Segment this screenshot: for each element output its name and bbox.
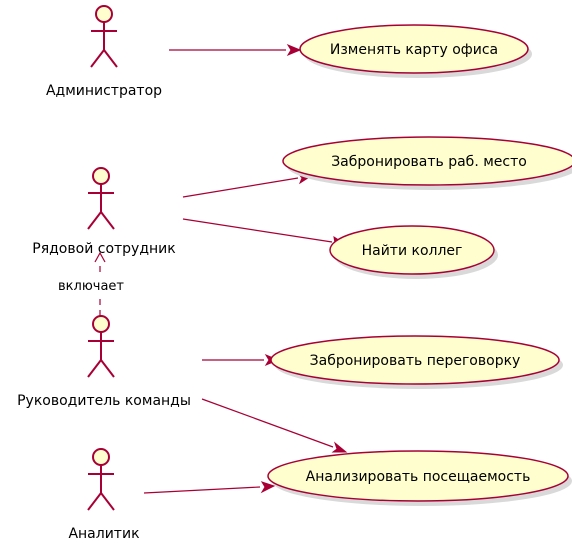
edge-lead-analyze	[201, 398, 334, 448]
actor-regular-employee: Рядовой сотрудник	[32, 167, 176, 257]
actor-figure-icon	[87, 448, 115, 511]
actor-figure-icon	[90, 5, 118, 68]
actor-administrator: Администратор	[46, 5, 162, 99]
arrowhead	[260, 481, 276, 494]
edge-analyst-analyze	[143, 486, 261, 494]
use-case-book-desk: Забронировать раб. место	[282, 136, 572, 190]
use-case-label: Изменять карту офиса	[330, 42, 498, 58]
actor-label: Аналитик	[68, 526, 139, 542]
edge-employee-book-desk	[182, 177, 299, 198]
actor-figure-icon	[87, 315, 115, 378]
use-case-find-colleagues: Найти коллег	[329, 225, 498, 279]
edge-employee-find-colleagues	[182, 218, 333, 243]
use-case-book-meeting-room: Забронировать переговорку	[270, 335, 563, 389]
arrowhead	[286, 43, 302, 57]
use-case-label: Анализировать посещаемость	[306, 469, 531, 485]
open-arrowhead	[94, 251, 106, 263]
actor-label: Руководитель команды	[17, 393, 191, 409]
actor-analyst: Аналитик	[68, 448, 140, 542]
actor-figure-icon	[87, 167, 115, 230]
arrowhead	[331, 441, 348, 453]
include-label: включает	[58, 279, 124, 294]
use-case-edit-office-map: Изменять карту офиса	[299, 24, 532, 78]
use-case-label: Забронировать переговорку	[310, 353, 521, 369]
use-case-label: Найти коллег	[362, 243, 463, 259]
relations	[94, 43, 348, 494]
use-case-analyze-attendance: Анализировать посещаемость	[267, 450, 572, 506]
use-case-label: Забронировать раб. место	[331, 154, 527, 170]
actor-label: Рядовой сотрудник	[32, 241, 175, 257]
actor-label: Администратор	[46, 83, 162, 99]
actor-team-lead: Руководитель команды	[17, 315, 191, 409]
